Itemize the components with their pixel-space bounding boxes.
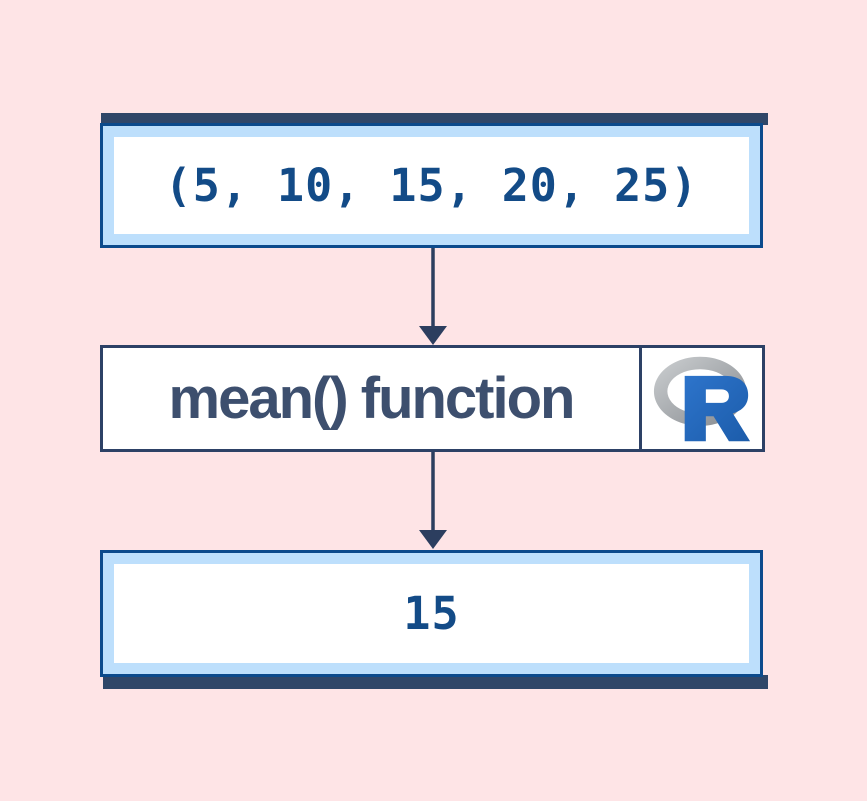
input-vector-label: (5, 10, 15, 20, 25) [164, 159, 699, 212]
arrow-down-icon [419, 452, 447, 549]
node-result: 15 [100, 550, 763, 677]
arrow-down-icon [419, 248, 447, 345]
r-logo-cell [639, 348, 762, 449]
node-result-body: 15 [114, 564, 749, 663]
input-box-shadow-bar [101, 113, 768, 125]
node-input-vector-body: (5, 10, 15, 20, 25) [114, 137, 749, 234]
r-logo-icon [653, 356, 751, 441]
result-box-shadow-bar [103, 675, 768, 689]
mean-function-label-cell: mean() function [103, 348, 639, 449]
node-mean-function: mean() function [100, 345, 765, 452]
mean-function-label: mean() function [168, 366, 576, 431]
result-label: 15 [403, 587, 460, 640]
node-input-vector: (5, 10, 15, 20, 25) [100, 123, 763, 248]
